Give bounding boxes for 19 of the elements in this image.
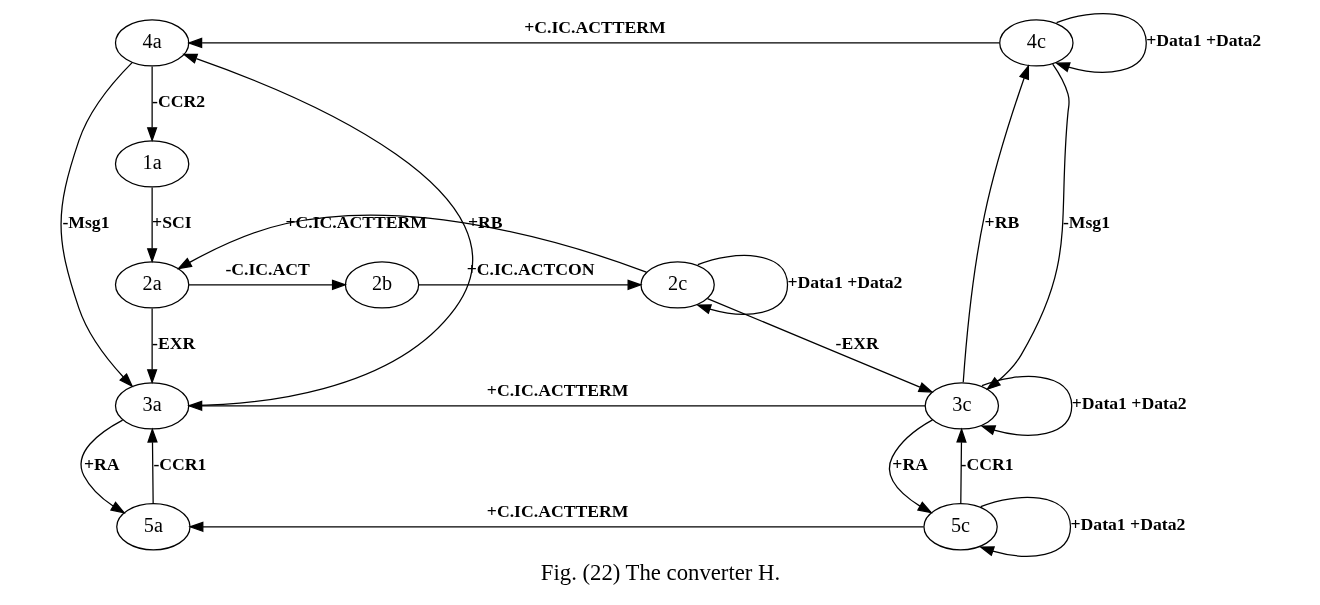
edge-label: +RB [467, 211, 503, 232]
edge-label: +Data1 +Data2 [1069, 514, 1185, 535]
edge-label: -CCR1 [152, 453, 206, 474]
edge-label: +RA [891, 453, 928, 474]
edge-label: +C.IC.ACTTERM [486, 379, 629, 400]
edge-label: +C.IC.ACTTERM [486, 500, 629, 521]
edge-label: +C.IC.ACTTERM [523, 17, 666, 38]
edge-label: +C.IC.ACTTERM [284, 211, 427, 232]
edge-label: +RB [984, 211, 1019, 232]
edge-label: +RA [83, 453, 120, 474]
edge-label: -EXR [835, 332, 879, 353]
edge-label: -Msg1 [1062, 211, 1110, 232]
edge-label: +Data1 +Data2 [1145, 30, 1261, 51]
edge-label: +Data1 +Data2 [787, 272, 902, 293]
edge-label: -Msg1 [61, 211, 110, 232]
edge-label: -C.IC.ACT [224, 259, 310, 280]
caption: Fig. (22) The converter H. [540, 559, 780, 585]
edge-label: +Data1 +Data2 [1071, 393, 1187, 414]
edge-label: +SCI [151, 211, 192, 232]
